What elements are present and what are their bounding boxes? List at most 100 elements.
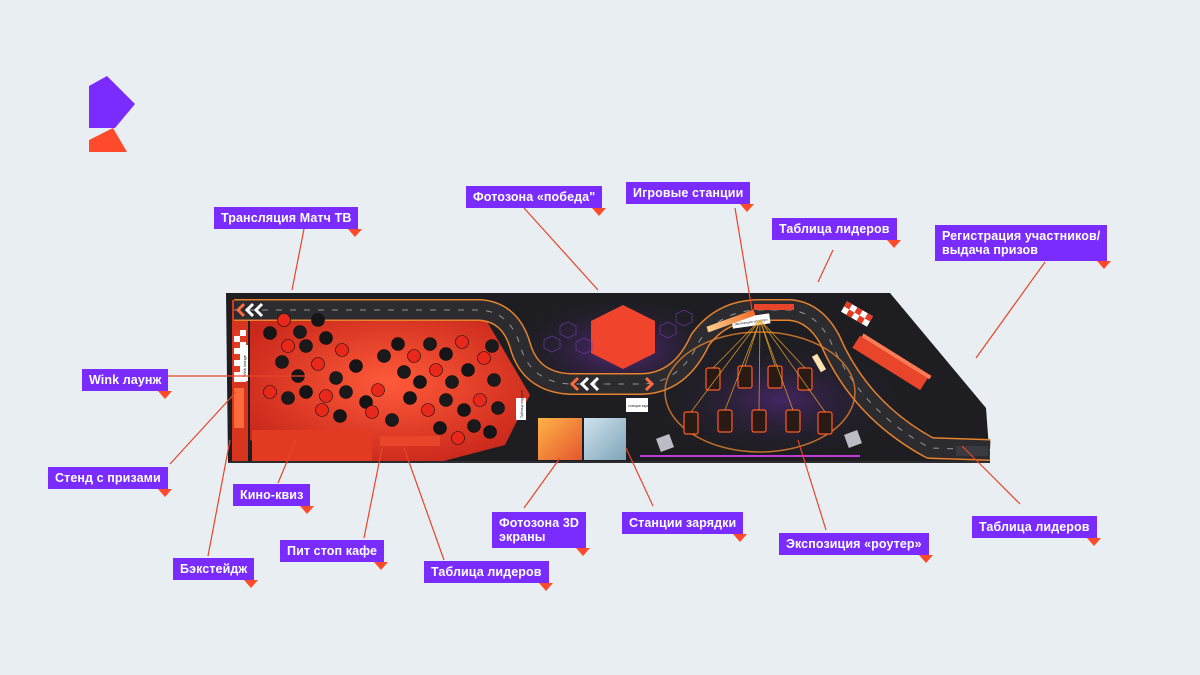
bean-bag: [397, 365, 411, 379]
bean-bag: [439, 393, 453, 407]
bean-bag: [333, 409, 347, 423]
bean-bag: [455, 335, 469, 349]
gaming-stations-cluster: [683, 365, 833, 435]
sign-leaders-left-text: Таблица лидеров: [520, 390, 524, 418]
bean-bag: [483, 425, 497, 439]
bean-bag: [299, 339, 313, 353]
bean-bag: [433, 421, 447, 435]
prize-stand: [234, 388, 244, 428]
sign-wink-lounge: Wink lounge: [240, 345, 248, 381]
floor-plan: Wink lounge станции зарядки Экспозиция «…: [226, 293, 991, 463]
bean-bag: [263, 385, 277, 399]
label-text: Стенд с призами: [55, 471, 161, 485]
label-match-tv: Трансляция Матч ТВ: [214, 207, 363, 237]
callout-connector-lines: [160, 207, 1046, 561]
label-router-expo: Экспозиция «роутер»: [779, 533, 933, 563]
label-charging-stations: Станции зарядки: [622, 512, 748, 542]
charging-kiosk-b: [844, 430, 862, 448]
bean-bag: [385, 413, 399, 427]
bean-bag: [445, 375, 459, 389]
photozone-3d-screen-a: [538, 418, 582, 460]
bean-bag: [403, 391, 417, 405]
label-gaming-stations: Игровые станции: [626, 182, 755, 212]
bean-bag: [473, 393, 487, 407]
bean-bag: [319, 331, 333, 345]
bean-bag: [391, 337, 405, 351]
leaderboard-right-screen: [956, 446, 988, 456]
bean-bag: [487, 373, 501, 387]
bean-bag: [359, 395, 373, 409]
registration-desk-top: [861, 333, 932, 380]
bean-bag: [451, 431, 465, 445]
chevron-arrows-left: [235, 302, 264, 318]
bean-bag: [429, 363, 443, 377]
label-text: Игровые станции: [633, 186, 744, 200]
sign-wink-lounge-text: Wink lounge: [242, 354, 247, 377]
bean-bag: [329, 371, 343, 385]
sign-charging-text: станции зарядки: [628, 404, 654, 408]
bean-bag: [293, 325, 307, 339]
bean-bag: [407, 349, 421, 363]
bean-bag: [457, 403, 471, 417]
label-photozone-victory: Фотозона «победа": [466, 186, 607, 216]
bean-bag: [371, 383, 385, 397]
bean-bag: [277, 313, 291, 327]
bean-bag: [491, 401, 505, 415]
bean-bag: [461, 363, 475, 377]
sign-router-expo: Экспозиция «роутер»: [731, 313, 771, 329]
bean-bag: [299, 385, 313, 399]
sign-leaders-left: Таблица лидеров: [516, 390, 526, 420]
label-text: Регистрация участников/ выдача призов: [942, 229, 1101, 257]
wall-glow-segment: [706, 309, 756, 333]
bean-bag: [281, 391, 295, 405]
wall-glow-segment-b: [811, 353, 827, 373]
label-text: Трансляция Матч ТВ: [221, 211, 352, 225]
label-prize-stand: Стенд с призами: [48, 467, 172, 497]
label-leaderboard-right: Таблица лидеров: [972, 516, 1101, 546]
label-photozone-3d: Фотозона 3D экраны: [492, 512, 591, 556]
label-text: Пит стоп кафе: [287, 544, 378, 558]
bean-bag: [423, 337, 437, 351]
bean-bag: [315, 403, 329, 417]
bean-bag-seating: [263, 313, 505, 445]
label-leaderboard-top: Таблица лидеров: [772, 218, 901, 248]
cinema-quiz-zone: [252, 430, 372, 462]
pit-stop-cafe-counter: [380, 436, 440, 446]
charging-kiosk: [656, 434, 674, 452]
label-backstage: Бэкстейдж: [173, 558, 259, 588]
gaming-cables: [690, 319, 826, 413]
bean-bag: [311, 313, 325, 327]
sign-charging: станции зарядки: [626, 398, 654, 412]
label-text: Wink лаунж: [89, 373, 162, 387]
bean-bag: [439, 347, 453, 361]
bean-bag: [339, 385, 353, 399]
bean-bag: [311, 357, 325, 371]
label-text: Таблица лидеров: [431, 565, 542, 579]
bean-bag: [335, 343, 349, 357]
bean-bag: [477, 351, 491, 365]
label-text: Таблица лидеров: [779, 222, 890, 236]
bean-bag: [421, 403, 435, 417]
label-text: Станции зарядки: [629, 516, 737, 530]
bean-bag: [365, 405, 379, 419]
label-cinema-quiz: Кино-квиз: [233, 484, 315, 514]
hex-wall-pattern: [543, 309, 693, 355]
bean-bag: [263, 326, 277, 340]
bean-bag: [467, 419, 481, 433]
leaderboard-top-screen: [754, 304, 794, 310]
label-text: Кино-квиз: [240, 488, 304, 502]
bean-bag: [275, 355, 289, 369]
checkered-flag-right: [841, 301, 873, 327]
bean-bag: [377, 349, 391, 363]
rostelecom-logo-icon: [89, 76, 135, 152]
bean-bag: [319, 389, 333, 403]
photozone-victory-hexagon: [591, 305, 655, 369]
wink-lounge-zone: [250, 318, 530, 462]
bean-bag: [281, 339, 295, 353]
bean-bag: [349, 359, 363, 373]
label-text: Фотозона «победа": [473, 190, 596, 204]
label-text: Фотозона 3D экраны: [499, 516, 580, 544]
photozone-3d-screen-b: [584, 418, 626, 460]
label-text: Бэкстейдж: [180, 562, 248, 576]
